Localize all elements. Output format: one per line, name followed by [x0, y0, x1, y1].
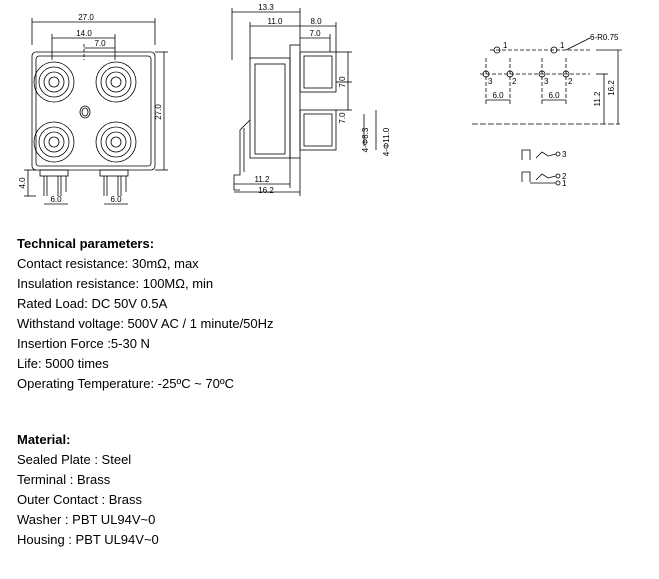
material-row: Sealed Plate : Steel	[17, 452, 132, 467]
pcb-v-outer-dim: 16.2	[607, 80, 616, 96]
front-view	[24, 18, 168, 205]
material-row: Terminal : Brass	[17, 472, 111, 487]
front-pin-span-left: 6.0	[50, 195, 62, 204]
spec-row: Rated Load: DC 50V 0.5A	[17, 296, 168, 311]
spec-row: Operating Temperature: -25ºC ~ 70ºC	[17, 376, 235, 391]
jack-top-left	[33, 61, 75, 103]
technical-heading: Technical parameters:	[17, 236, 155, 251]
material-row: Housing : PBT UL94V~0	[17, 532, 159, 547]
technical-drawing: 27.0 14.0 7.0 27.0 4.0 6.0 6.0 13.3 11.0…	[18, 3, 622, 205]
side-base-inner-dim: 11.2	[255, 175, 271, 184]
schematic-label: 3	[562, 150, 567, 159]
schematic-label: 1	[562, 179, 567, 188]
jack-bottom-right	[95, 121, 137, 163]
material-row: Washer : PBT UL94V~0	[17, 512, 156, 527]
front-pin-length-dim: 4.0	[18, 177, 27, 189]
pcb-layout	[472, 37, 622, 125]
pcb-span-right-dim: 6.0	[548, 91, 560, 100]
front-height-dim: 27.0	[154, 104, 163, 120]
front-pin-span-right: 6.0	[110, 195, 122, 204]
side-base-outer-dim: 16.2	[258, 186, 274, 195]
spec-row: Insulation resistance: 100MΩ, min	[17, 276, 214, 291]
side-v-upper-dim: 7.0	[338, 76, 347, 88]
side-jack-tip-dim: 7.0	[309, 29, 321, 38]
front-width-dim: 27.0	[78, 13, 94, 22]
side-jack-len-dim: 8.0	[310, 17, 322, 26]
front-pitch-dim: 14.0	[76, 29, 92, 38]
material-row: Outer Contact : Brass	[17, 492, 142, 507]
material-heading: Material:	[17, 432, 71, 447]
pcb-pin-label: 1	[503, 41, 508, 50]
pcb-v-inner-dim: 11.2	[593, 91, 602, 107]
pcb-pin-label: 3	[488, 77, 493, 86]
pcb-pin-label: 1	[560, 41, 565, 50]
pcb-span-left-dim: 6.0	[492, 91, 504, 100]
side-view	[231, 8, 377, 196]
technical-parameters: Technical parameters: Contact resistance…	[17, 234, 274, 394]
spec-row: Life: 5000 times	[17, 356, 109, 371]
spec-row: Insertion Force :5-30 N	[17, 336, 150, 351]
spec-row: Contact resistance: 30mΩ, max	[17, 256, 199, 271]
pcb-pin-label: 2	[568, 77, 573, 86]
pcb-hole-note: 6-R0.75	[590, 33, 619, 42]
side-body-dim: 11.0	[268, 17, 284, 26]
side-depth-dim: 13.3	[258, 3, 274, 12]
front-half-pitch-dim: 7.0	[94, 39, 106, 48]
side-jack-dia-dim: 4-Φ8.3	[361, 127, 370, 152]
schematic	[521, 149, 561, 186]
side-jack-outer-dia-dim: 4-Φ11.0	[382, 127, 391, 156]
jack-bottom-left	[33, 121, 75, 163]
schematic-label: 2	[562, 172, 567, 181]
spec-row: Withstand voltage: 500V AC / 1 minute/50…	[17, 316, 274, 331]
jack-top-right	[95, 61, 137, 103]
pcb-pin-label: 2	[512, 77, 517, 86]
pcb-pin-label: 3	[544, 77, 549, 86]
material-section: Material: Sealed Plate : Steel Terminal …	[17, 430, 159, 550]
side-v-lower-dim: 7.0	[338, 112, 347, 124]
